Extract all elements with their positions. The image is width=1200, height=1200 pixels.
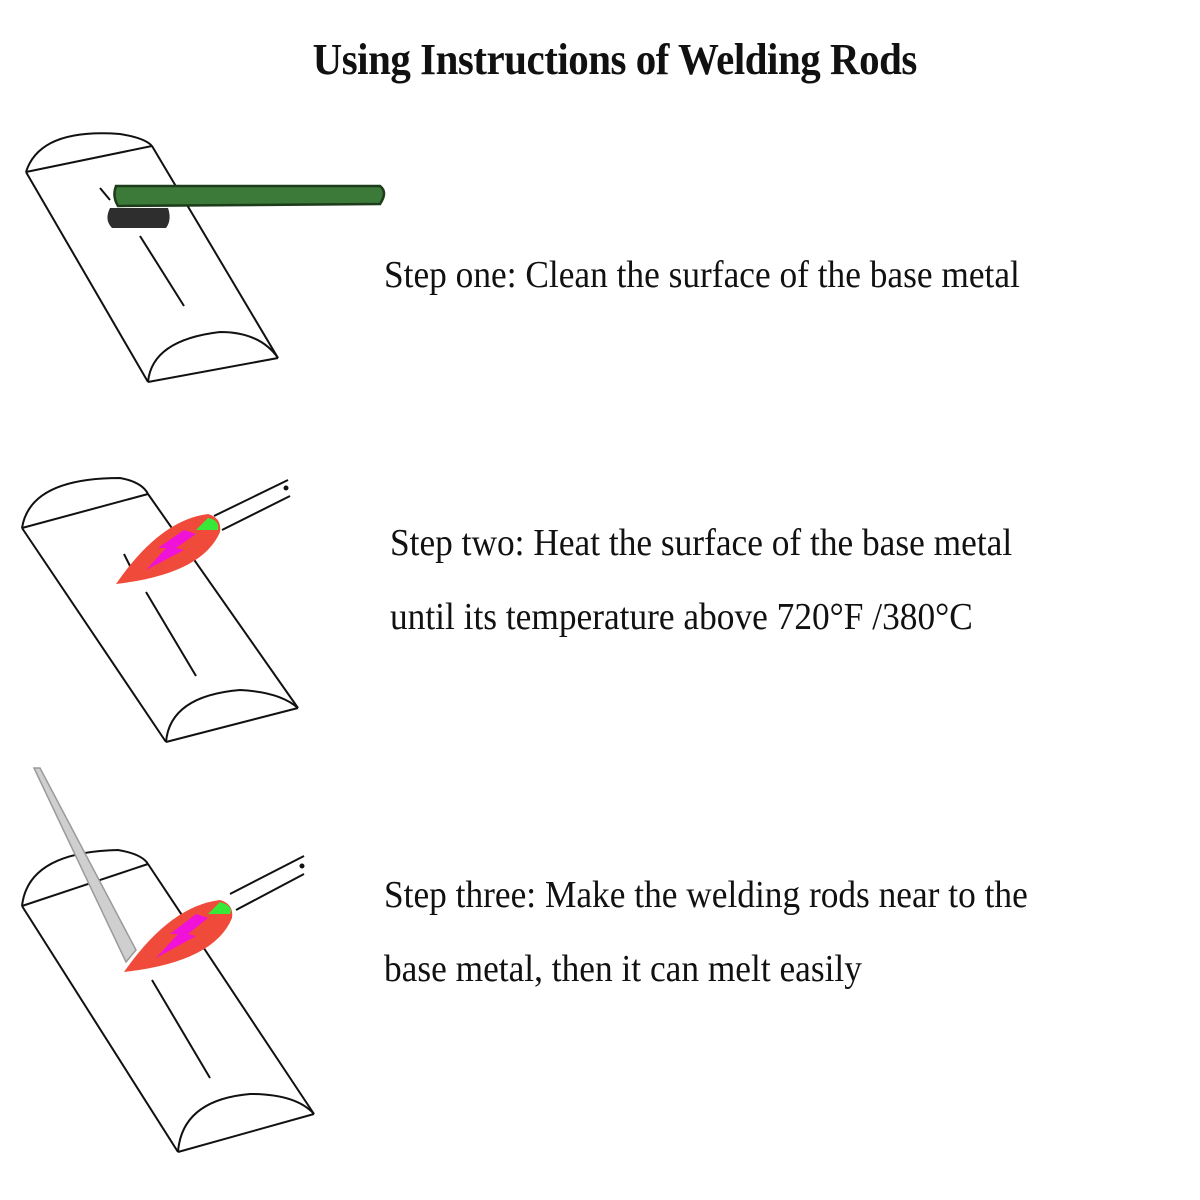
step-one-line-1: Step one: Clean the surface of the base …	[384, 254, 1020, 296]
page-title: Using Instructions of Welding Rods	[312, 35, 918, 84]
step-three-line-1: Step three: Make the welding rods near t…	[384, 874, 1028, 916]
wire-brush-cleaning-icon	[25, 132, 386, 383]
step-two-text: Step two: Heat the surface of the base m…	[390, 506, 1012, 654]
torch-heating-icon	[21, 476, 299, 743]
step-two-line-2: until its temperature above 720°F /380°C	[390, 596, 973, 638]
torch-and-rod-welding-icon	[21, 767, 315, 1153]
step-three-line-2: base metal, then it can melt easily	[384, 948, 862, 990]
step-three-text: Step three: Make the welding rods near t…	[384, 858, 1028, 1006]
step-one-text: Step one: Clean the surface of the base …	[384, 238, 1020, 312]
step-two-line-1: Step two: Heat the surface of the base m…	[390, 522, 1013, 564]
